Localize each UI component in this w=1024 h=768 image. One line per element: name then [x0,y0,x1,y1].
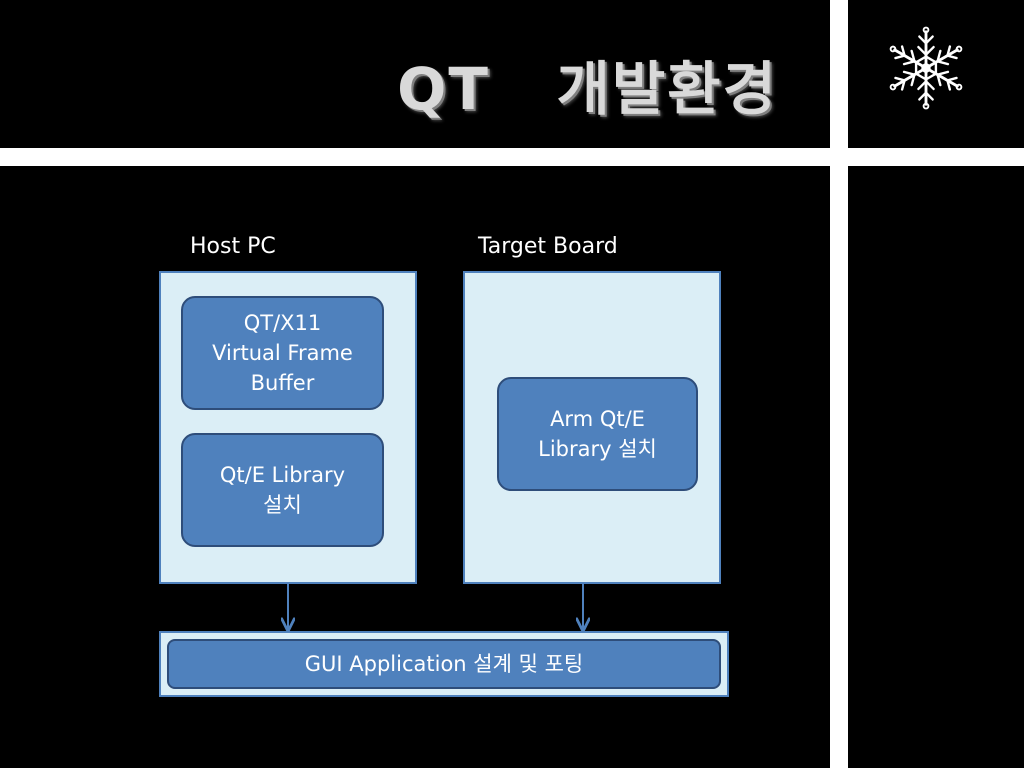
snowflake-icon [886,26,966,110]
node-line: QT/X11 [243,311,322,335]
target-board-label: Target Board [478,234,618,259]
gui-application-label: GUI Application 설계 및 포팅 [304,652,584,676]
slide-title: QT 개발환경 [397,55,778,123]
title-panel: QT 개발환경 [0,0,830,148]
node-line: Arm Qt/E [550,407,645,431]
side-panel [848,166,1024,768]
qte-library-node: Qt/E Library 설치 [181,433,384,547]
arm-qte-library-node: Arm Qt/E Library 설치 [497,377,698,491]
qt-x11-node: QT/X11 Virtual Frame Buffer [181,296,384,410]
node-line: Library 설치 [538,437,657,461]
node-line: Qt/E Library [219,463,346,487]
node-line: Buffer [250,371,315,395]
node-line: Virtual Frame [212,341,353,365]
node-line: 설치 [263,493,302,517]
host-pc-label: Host PC [190,234,276,259]
gui-application-node: GUI Application 설계 및 포팅 [167,639,721,689]
